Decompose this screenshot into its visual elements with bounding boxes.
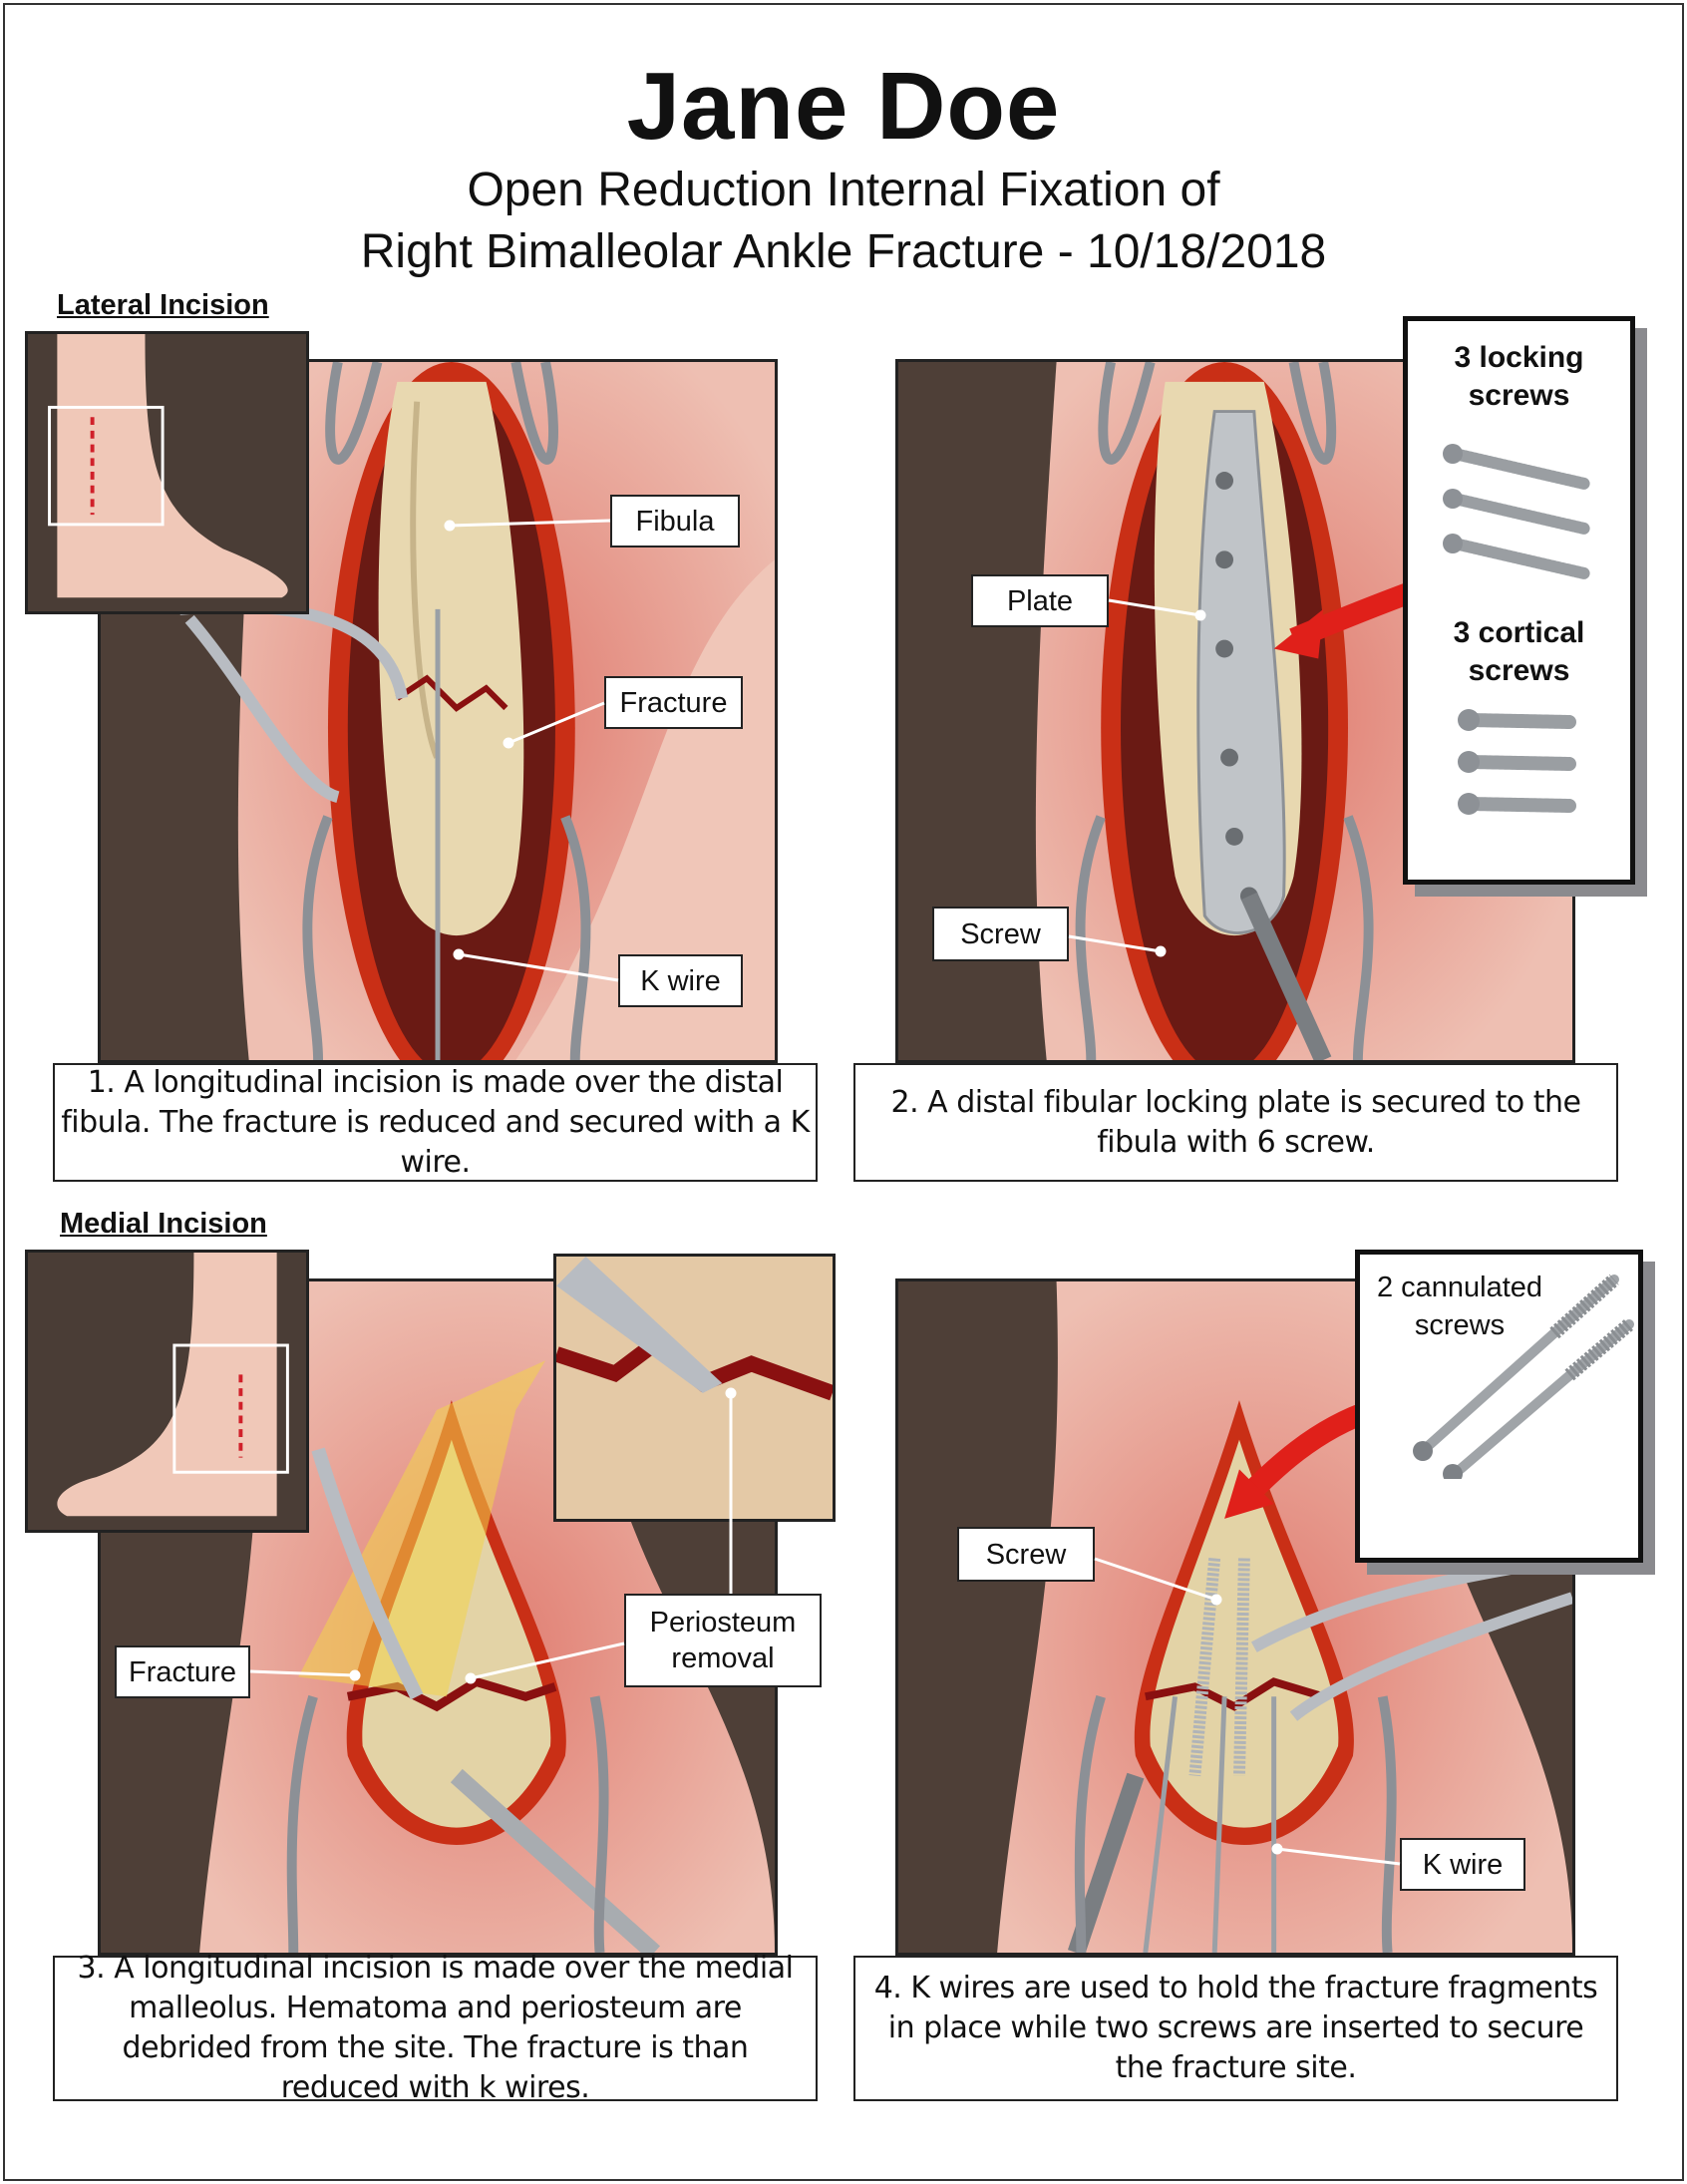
label-screw-medial: Screw	[957, 1527, 1095, 1582]
label-fracture-medial: Fracture	[115, 1645, 250, 1698]
inset-medial-ankle	[25, 1250, 309, 1533]
label-periosteum-removal: Periosteum removal	[624, 1594, 822, 1687]
illustration-panel-4	[895, 1278, 1575, 1956]
cortical-screws-title: 3 cortical screws	[1453, 616, 1585, 687]
label-k-wire-medial: K wire	[1400, 1838, 1525, 1891]
caption-step-2: 2. A distal fibular locking plate is sec…	[853, 1063, 1618, 1182]
procedure-title-line1: Open Reduction Internal Fixation of	[467, 164, 1220, 216]
procedure-title-line2: Right Bimalleolar Ankle Fracture - 10/18…	[360, 225, 1327, 278]
caption-step-3: 3. A longitudinal incision is made over …	[53, 1951, 818, 2105]
label-fracture: Fracture	[604, 676, 743, 729]
label-fibula: Fibula	[610, 495, 740, 547]
locking-cortical-screws-box: 3 locking screws 3 cortical screws	[1403, 316, 1635, 885]
section-lateral-incision: Lateral Incision	[57, 289, 269, 321]
cannulated-screws-box: 2 cannulated screws	[1355, 1250, 1643, 1563]
cortical-screws-icon	[1457, 709, 1576, 815]
inset-periosteum-detail	[553, 1254, 836, 1522]
label-screw: Screw	[932, 907, 1069, 961]
page-border	[3, 3, 1684, 2181]
patient-name: Jane Doe	[626, 53, 1061, 160]
cannulated-screws-title: 2 cannulated screws	[1376, 1272, 1543, 1341]
cannulated-screws-icon	[1413, 1274, 1634, 1479]
label-plate: Plate	[971, 574, 1109, 627]
locking-screws-title: 3 locking screws	[1454, 341, 1584, 412]
section-medial-incision: Medial Incision	[60, 1208, 267, 1240]
caption-step-4: 4. K wires are used to hold the fracture…	[853, 1956, 1618, 2101]
label-k-wire: K wire	[618, 954, 743, 1007]
caption-step-1: 1. A longitudinal incision is made over …	[53, 1063, 818, 1182]
locking-screws-icon	[1442, 444, 1590, 579]
inset-lateral-ankle	[25, 331, 309, 614]
